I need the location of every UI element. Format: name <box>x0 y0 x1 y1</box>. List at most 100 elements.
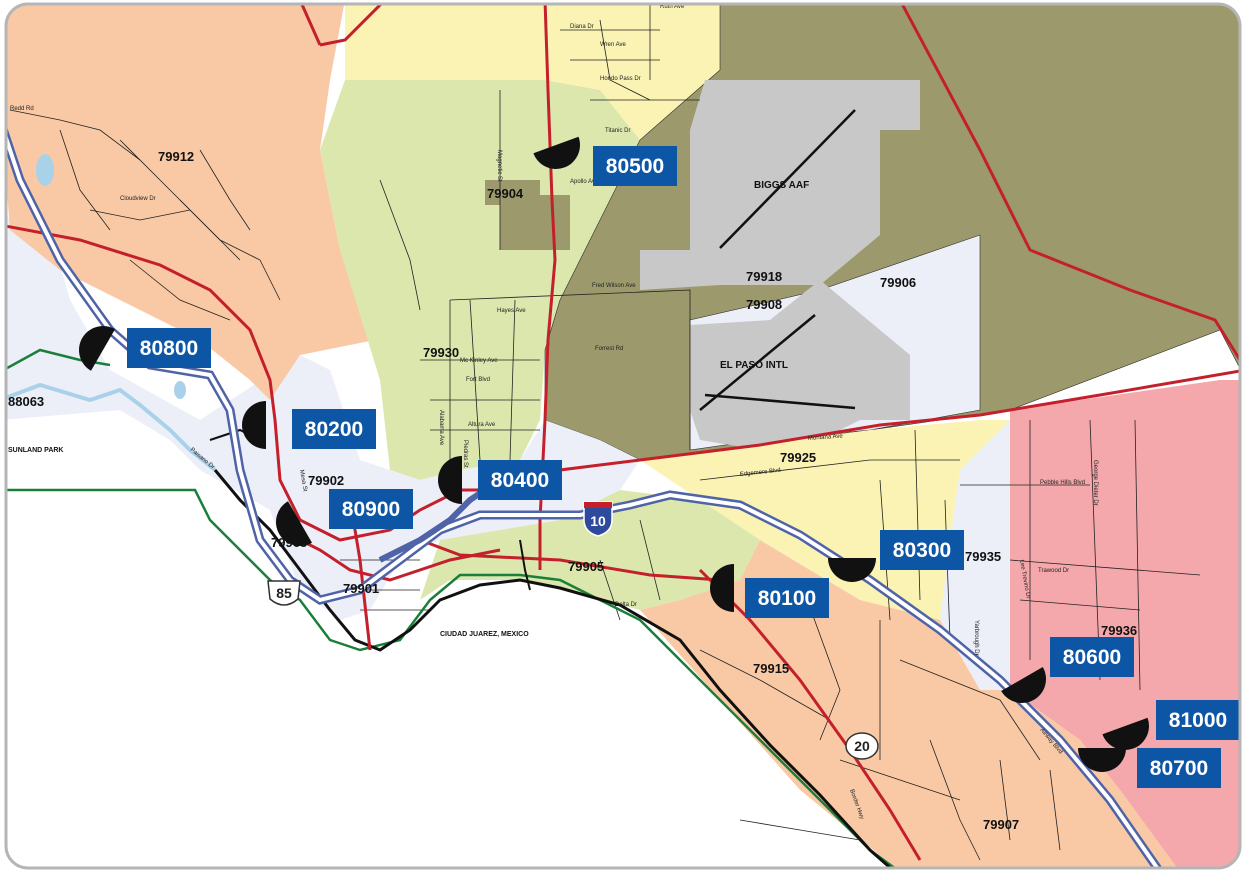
sensor-marker-icon <box>438 456 462 504</box>
sensor-id-label: 81000 <box>1169 709 1227 732</box>
street-label: Hondo Pass Dr <box>600 76 641 82</box>
map-frame <box>4 2 1242 870</box>
sensor-marker-icon <box>1001 667 1046 703</box>
sensor-80800[interactable]: 80800 <box>70 317 211 371</box>
lake <box>174 381 186 399</box>
interstate-shield: 10 <box>583 501 613 537</box>
street-label: Mesa St <box>298 469 308 492</box>
street-label: George Dieter Dr <box>1092 460 1098 506</box>
street-label: Montana Ave <box>808 434 844 442</box>
sensor-label-box[interactable] <box>329 489 413 529</box>
shield-label: 10 <box>590 513 606 529</box>
zip-label: 79908 <box>746 297 782 312</box>
sensor-80500[interactable]: 80500 <box>533 136 677 186</box>
sensor-id-label: 80300 <box>893 539 951 562</box>
street-label: Fred Wilson Ave <box>592 283 636 289</box>
zip-code-labels: 7991279904799307990279968799017990579918… <box>8 149 1137 832</box>
place-label-sunland: SUNLAND PARK <box>8 447 63 454</box>
street-label: Diana Dr <box>570 24 594 30</box>
street-label: Fort Blvd <box>466 377 490 383</box>
zip-label: 79915 <box>753 661 789 676</box>
highway-shields: 10 85 20 <box>267 501 879 760</box>
sensor-label-box[interactable] <box>478 460 562 500</box>
region-peach-79915 <box>640 540 1180 868</box>
region-mexico <box>6 490 900 868</box>
region-peach-79912 <box>6 4 375 400</box>
street-label: Mc Kinley Ave <box>460 358 498 364</box>
region-lavender-northwest <box>6 215 400 560</box>
place-label-airport: EL PASO INTL <box>720 360 788 371</box>
sensor-id-label: 80100 <box>758 587 816 610</box>
sensor-label-box[interactable] <box>745 578 829 618</box>
region-olive-79904 <box>485 180 570 250</box>
sensor-id-label: 80900 <box>342 498 400 521</box>
sensor-markers[interactable]: 80800 80200 80900 80400 80500 80300 80100 80600… <box>70 136 1240 788</box>
street-label: Piedras St <box>462 440 468 468</box>
sensor-label-box[interactable] <box>593 146 677 186</box>
zip-label: 79925 <box>780 450 816 465</box>
zip-label: 79930 <box>423 345 459 360</box>
state-highway-shield: 20 <box>845 732 879 760</box>
zip-label: 79902 <box>308 473 344 488</box>
street-label: Magnetic St <box>496 150 502 182</box>
sensor-marker-icon <box>242 401 266 449</box>
sensor-80200[interactable]: 80200 <box>242 401 376 449</box>
place-labels: BIGGS AAF EL PASO INTL SUNLAND PARK CIUD… <box>8 180 809 638</box>
zip-label: 79918 <box>746 269 782 284</box>
street-label: Delta Dr <box>615 602 637 608</box>
zip-label: 79901 <box>343 581 379 596</box>
street-label: Apollo Ave <box>570 179 599 185</box>
street-label: Cloudview Dr <box>120 196 156 202</box>
street-label: Titanic Dr <box>605 128 630 134</box>
street-label: Redd Rd <box>10 106 34 112</box>
sensor-label-box[interactable] <box>292 409 376 449</box>
street-label: Edgemere Blvd <box>740 468 781 478</box>
international-boundary <box>213 469 896 868</box>
shield-label: 85 <box>276 585 292 601</box>
sensor-label-box[interactable] <box>1050 637 1134 677</box>
street-label: Altura Ave <box>468 422 496 428</box>
lake <box>36 154 54 186</box>
sensor-80400[interactable]: 80400 <box>438 456 562 504</box>
zip-label: 79935 <box>965 549 1001 564</box>
sensor-label-box[interactable] <box>880 530 964 570</box>
street-label: Forrest Rd <box>595 346 623 352</box>
street-label: Wren Ave <box>600 42 626 48</box>
runways <box>699 109 856 411</box>
street-label: Pebble Hills Blvd <box>1040 480 1085 486</box>
sensor-80700[interactable]: 80700 <box>1078 748 1221 788</box>
sensor-80600[interactable]: 80600 <box>1001 637 1134 712</box>
sensor-id-label: 80400 <box>491 469 549 492</box>
zip-label: 88063 <box>8 394 44 409</box>
sensor-id-label: 80700 <box>1150 757 1208 780</box>
zip-label: 79904 <box>487 186 524 201</box>
sensor-80100[interactable]: 80100 <box>710 564 829 618</box>
sensor-marker-icon <box>710 564 734 612</box>
sensor-label-box[interactable] <box>1156 700 1240 740</box>
zip-label: 79912 <box>158 149 194 164</box>
sensor-marker-icon <box>1102 717 1149 750</box>
sensor-80300[interactable]: 80300 <box>828 530 964 582</box>
street-label: Trawood Dr <box>1038 568 1069 574</box>
sensor-marker-icon <box>533 136 580 169</box>
sensor-80900[interactable]: 80900 <box>267 489 413 555</box>
sensor-marker-icon <box>276 501 312 546</box>
us-highway-shield: 85 <box>267 580 301 606</box>
sensor-label-box[interactable] <box>127 328 211 368</box>
street-label: Yarbrough Dr <box>973 620 979 656</box>
sensor-id-label: 80600 <box>1063 646 1121 669</box>
local-streets <box>9 4 1201 861</box>
sensor-marker-icon <box>1078 748 1126 772</box>
zip-label: 79905 <box>568 559 604 574</box>
sensor-id-label: 80200 <box>305 418 363 441</box>
sensor-81000[interactable]: 81000 <box>1102 700 1240 757</box>
sensor-label-box[interactable] <box>1137 748 1221 788</box>
street-label: Ruth Ave <box>660 4 685 10</box>
shield-label: 20 <box>854 738 870 754</box>
place-label-juarez: CIUDAD JUAREZ, MEXICO <box>440 631 529 638</box>
zip-label: 79906 <box>880 275 916 290</box>
